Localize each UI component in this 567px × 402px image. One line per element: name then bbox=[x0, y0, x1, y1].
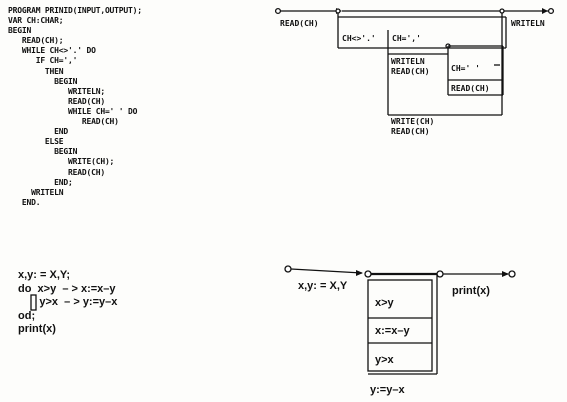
action1-label: x:=x–y bbox=[375, 325, 410, 337]
code-line: READ(CH) bbox=[8, 117, 119, 127]
init-label: x,y: = X,Y bbox=[298, 280, 348, 292]
guard-separator-box bbox=[30, 294, 37, 311]
code-line: END. bbox=[8, 197, 41, 207]
end-node bbox=[547, 7, 555, 15]
code-line: print(x) bbox=[18, 323, 56, 335]
print-label: print(x) bbox=[452, 285, 490, 297]
writeln-end-label: WRITELN bbox=[511, 19, 545, 28]
code-line: IF CH=',' bbox=[8, 56, 78, 66]
code-line: y>x – > y:=y–x bbox=[18, 296, 118, 308]
code-line: READ(CH); bbox=[8, 36, 64, 46]
code-line: END bbox=[8, 127, 69, 137]
junction-node bbox=[436, 270, 444, 278]
code-line: THEN bbox=[8, 66, 64, 76]
else-write-label: WRITE(CH) bbox=[391, 117, 434, 126]
flow-line bbox=[290, 268, 363, 274]
junction-node bbox=[364, 270, 372, 278]
inner-read-label: READ(CH) bbox=[451, 84, 490, 93]
code-line: x,y: = X,Y; bbox=[18, 269, 71, 281]
guard1-label: x>y bbox=[375, 297, 395, 309]
end-node bbox=[508, 270, 516, 278]
pascal-code-listing: PROGRAM PRINID(INPUT,OUTPUT); VAR CH:CHA… bbox=[8, 6, 142, 208]
branch-writeln-label: WRITELN bbox=[391, 57, 425, 66]
action2-label: y:=y–x bbox=[370, 384, 405, 396]
loop-body-box bbox=[367, 279, 433, 372]
read-start-label: READ(CH) bbox=[280, 19, 319, 28]
branch-read-label: READ(CH) bbox=[391, 67, 430, 76]
code-line: PROGRAM PRINID(INPUT,OUTPUT); bbox=[8, 6, 142, 15]
start-node bbox=[284, 265, 292, 273]
cond-not-period-label: CH<>'.' bbox=[342, 34, 376, 43]
code-line: READ(CH) bbox=[8, 96, 105, 106]
code-line: BEGIN bbox=[8, 147, 78, 157]
code-line: WHILE CH<>'.' DO bbox=[8, 46, 96, 56]
code-line: ELSE bbox=[8, 137, 64, 147]
arrow-head bbox=[542, 8, 548, 14]
arrow-head bbox=[502, 271, 509, 277]
guarded-command-listing: x,y: = X,Y; do x>y – > x:=x–y y>x – > y:… bbox=[18, 269, 117, 337]
guard2-label: y>x bbox=[375, 354, 395, 366]
code-line: od; bbox=[18, 309, 36, 322]
code-line: WRITELN; bbox=[8, 86, 105, 96]
cond-comma-label: CH=',' bbox=[392, 34, 421, 43]
cond-space-label: CH=' ' bbox=[451, 64, 480, 73]
code-line: BEGIN bbox=[8, 26, 32, 36]
code-line: do x>y – > x:=x–y bbox=[18, 282, 116, 295]
arrow-head bbox=[356, 270, 363, 276]
code-line: READ(CH) bbox=[8, 167, 105, 177]
code-line: VAR CH:CHAR; bbox=[8, 16, 64, 26]
else-read-label: READ(CH) bbox=[391, 127, 430, 136]
code-line: END; bbox=[8, 177, 73, 187]
code-line: BEGIN bbox=[8, 76, 78, 86]
code-line: WRITE(CH); bbox=[8, 157, 115, 167]
code-line: WRITELN bbox=[8, 187, 64, 197]
code-line: WHILE CH=' ' DO bbox=[8, 106, 138, 116]
